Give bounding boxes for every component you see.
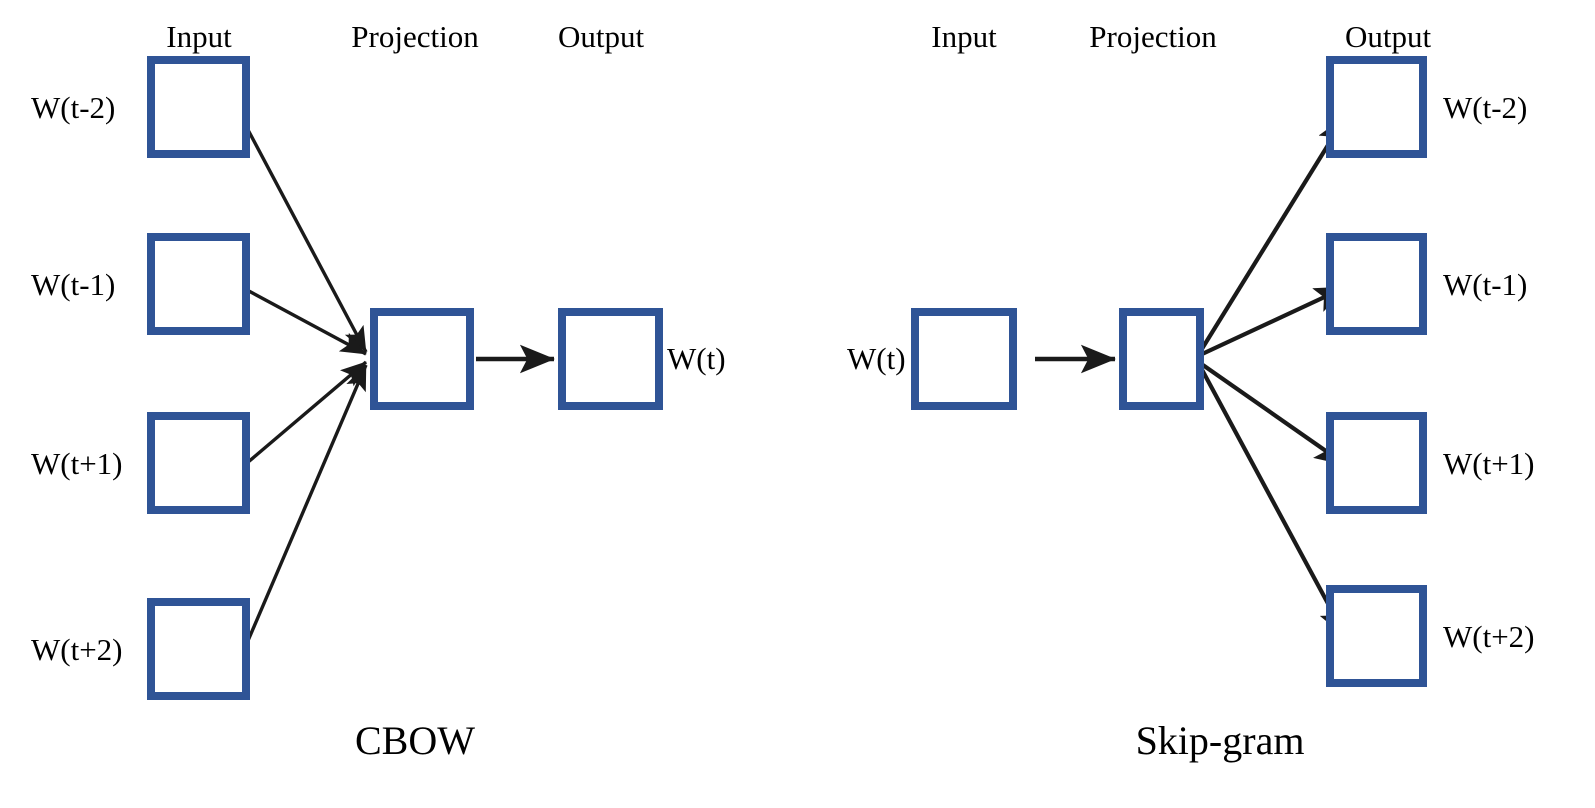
cbow-input-box-wt2[interactable] (147, 598, 250, 700)
skipgram-arrow-wt-2 (1198, 114, 1348, 354)
skipgram-projection-to-output-arrows (1198, 114, 1348, 638)
skipgram-column-label-input: Input (931, 19, 997, 54)
skipgram-arrow-wt-1 (1199, 285, 1347, 357)
cbow-input-label-wt-1: W(t-1) (31, 267, 116, 302)
skipgram-input-box-wt[interactable] (911, 308, 1017, 410)
skipgram-output-box-wt2[interactable] (1326, 585, 1427, 687)
cbow-output-box-wt[interactable] (558, 308, 663, 410)
skipgram-column-label-projection: Projection (1089, 19, 1217, 54)
skipgram-output-box-wt-2[interactable] (1326, 56, 1427, 158)
cbow-input-box-wt-2[interactable] (147, 56, 250, 158)
skipgram-title: Skip-gram (1135, 718, 1305, 763)
cbow-arrow-wt1 (245, 360, 368, 465)
cbow-arrow-wt-1 (246, 288, 367, 356)
skipgram-output-label-wt2: W(t+2) (1443, 619, 1535, 654)
cbow-column-label-projection: Projection (351, 19, 479, 54)
cbow-input-to-projection-arrows (245, 127, 368, 644)
cbow-input-box-wt1[interactable] (147, 412, 250, 514)
cbow-input-label-wt-2: W(t-2) (31, 90, 116, 125)
cbow-input-box-wt-1[interactable] (147, 233, 250, 335)
skipgram-output-label-wt1: W(t+1) (1443, 446, 1535, 481)
skipgram-output-label-wt-1: W(t-1) (1443, 267, 1528, 302)
cbow-title: CBOW (355, 718, 475, 763)
skipgram-input-label-wt: W(t) (847, 341, 906, 376)
skipgram-output-label-wt-2: W(t-2) (1443, 90, 1528, 125)
skipgram-output-box-wt1[interactable] (1326, 412, 1427, 514)
cbow-column-label-input: Input (166, 19, 232, 54)
cbow-arrow-wt2 (245, 364, 368, 644)
skipgram-projection-box[interactable] (1119, 308, 1204, 410)
skipgram-arrow-wt1 (1198, 361, 1348, 467)
cbow-input-label-wt1: W(t+1) (31, 446, 123, 481)
cbow-projection-box[interactable] (370, 308, 474, 410)
cbow-column-label-output: Output (557, 19, 645, 54)
skipgram-output-box-wt-1[interactable] (1326, 233, 1427, 335)
cbow-input-label-wt2: W(t+2) (31, 632, 123, 667)
cbow-output-label-wt: W(t) (667, 341, 726, 376)
cbow-arrow-wt-2 (245, 127, 368, 353)
skipgram-arrow-wt2 (1198, 365, 1348, 638)
skipgram-column-label-output: Output (1344, 19, 1432, 54)
